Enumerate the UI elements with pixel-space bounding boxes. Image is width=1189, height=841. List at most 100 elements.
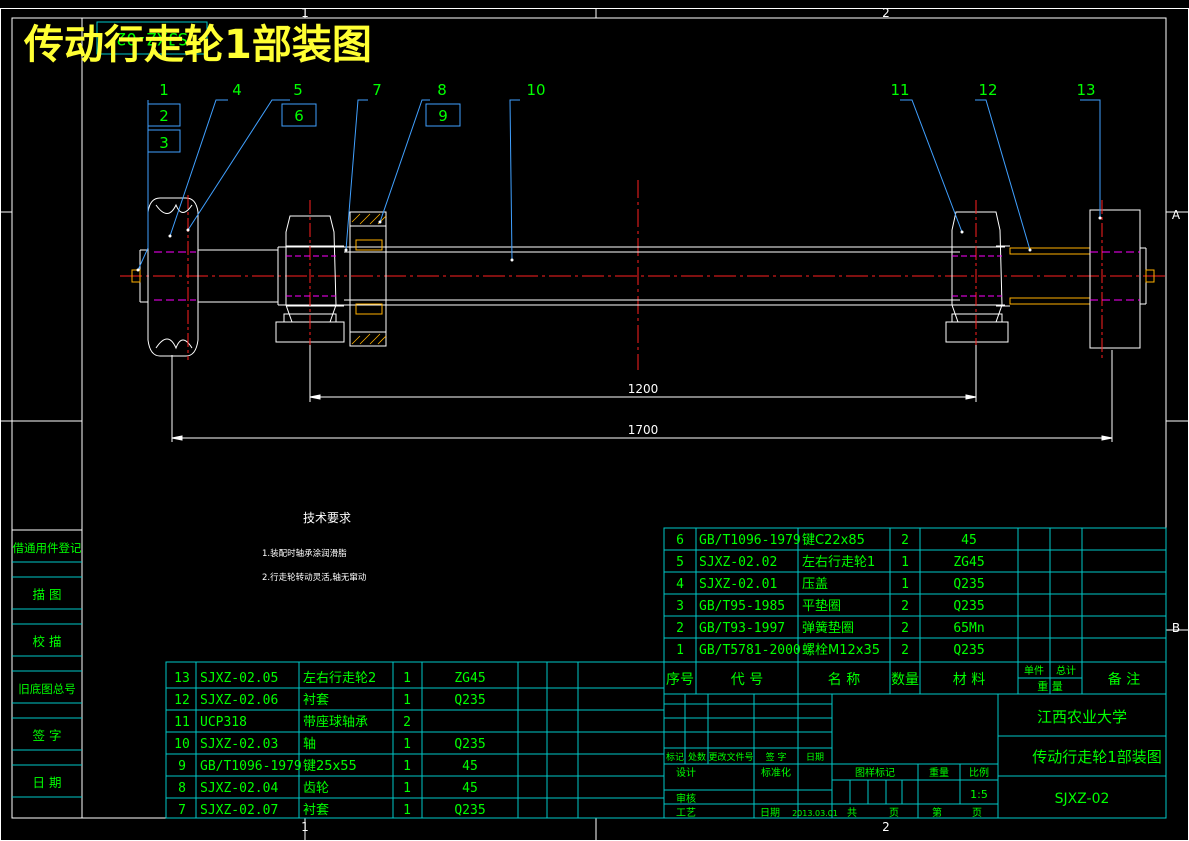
header-material: 材 料: [953, 672, 985, 688]
part-cell: 左右行走轮2: [303, 671, 376, 686]
part-cell: 1: [901, 577, 909, 592]
part-cell: 齿轮: [303, 781, 329, 796]
part-cell: ZG45: [953, 555, 984, 570]
gear-hatch: [351, 213, 387, 345]
drawing-title: 传动行走轮1部装图: [23, 22, 372, 68]
part-cell: Q235: [953, 599, 984, 614]
dimension-values: 1200 1700: [628, 382, 659, 437]
zone-labels: 1 2 1 2 A B: [301, 6, 1181, 834]
part-cell: Q235: [454, 803, 485, 818]
weight-label: 重量: [929, 766, 949, 779]
balloon-6: 6: [294, 107, 304, 125]
part-cell: 衬套: [303, 802, 329, 818]
part-cell: 12: [174, 693, 190, 708]
dimension-lines: [171, 345, 1113, 442]
part-cell: 键C22x85: [802, 533, 865, 548]
part-cell: 45: [462, 759, 478, 774]
balloon-10: 10: [526, 81, 545, 99]
part-cell: 45: [462, 781, 478, 796]
part-cell: 2: [676, 621, 684, 636]
part-cell: 1: [403, 759, 411, 774]
part-cell: 压盖: [802, 577, 828, 592]
sheets-label: 页: [889, 807, 899, 819]
header-weight-total: 总计: [1056, 664, 1076, 677]
part-cell: UCP318: [200, 715, 247, 730]
review-label: 审核: [676, 792, 696, 805]
part-cell: 13: [174, 671, 190, 686]
school-name: 江西农业大学: [1037, 708, 1127, 726]
title-block: 江西农业大学 传动行走轮1部装图 SJXZ-02 标记 处数 更改文件号 签 字…: [663, 693, 1167, 819]
standardize-label: 标准化: [761, 766, 791, 779]
part-cell: 衬套: [303, 692, 329, 708]
part-cell: 3: [676, 599, 684, 614]
part-cell: SJXZ-02.01: [699, 577, 777, 592]
zone-right-b: B: [1172, 621, 1180, 635]
balloon-4: 4: [232, 81, 242, 99]
design-label: 设计: [676, 766, 696, 779]
panel-signature: 签 字: [33, 728, 62, 743]
part-cell: 键25x55: [303, 759, 357, 774]
part-cell: 左右行走轮1: [802, 555, 875, 570]
part-cell: SJXZ-02.05: [200, 671, 278, 686]
part-cell: Q235: [454, 737, 485, 752]
part-cell: 1: [403, 737, 411, 752]
part-cell: 6: [676, 533, 684, 548]
panel-date: 日 期: [33, 775, 62, 790]
part-cell: 10: [174, 737, 190, 752]
tech-requirement-2: 2.行走轮转动灵活,轴无窜动: [262, 572, 367, 583]
sheet-no-label: 第: [932, 806, 942, 819]
drawing-name: 传动行走轮1部装图: [1032, 748, 1162, 766]
balloon-3: 3: [159, 134, 169, 152]
tech-requirements: 技术要求 1.装配时轴承涂润滑脂 2.行走轮转动灵活,轴无窜动: [262, 511, 367, 583]
part-cell: Q235: [454, 693, 485, 708]
part-cell: 轴: [303, 737, 316, 752]
part-cell: 2: [901, 533, 909, 548]
part-cell: 1: [403, 781, 411, 796]
part-cell: SJXZ-02.04: [200, 781, 278, 796]
part-cell: 2: [901, 643, 909, 658]
part-cell: GB/T1096-1979: [699, 533, 801, 548]
balloon-11: 11: [890, 81, 909, 99]
part-cell: 65Mn: [953, 621, 984, 636]
zone-top-1: 1: [301, 6, 309, 20]
scale-label: 比例: [969, 766, 989, 779]
part-cell: 1: [901, 555, 909, 570]
header-seq: 序号: [666, 672, 694, 688]
part-cell: 9: [178, 759, 186, 774]
part-cell: 2: [403, 715, 411, 730]
header-weight: 重 量: [1037, 679, 1063, 693]
rev-file: 更改文件号: [708, 751, 753, 763]
part-cell: 2: [901, 621, 909, 636]
rev-sign: 签 字: [766, 751, 787, 763]
right-bearing-block: [945, 211, 1010, 343]
part-cell: Q235: [953, 643, 984, 658]
part-cell: 11: [174, 715, 190, 730]
process-label: 工艺: [676, 807, 696, 819]
part-cell: 1: [403, 671, 411, 686]
dimension-1700: 1700: [628, 423, 659, 437]
part-cell: GB/T5781-2000: [699, 643, 801, 658]
part-cell: ZG45: [454, 671, 485, 686]
panel-old-drawing-no: 旧底图总号: [18, 682, 76, 696]
part-cell: SJXZ-02.02: [699, 555, 777, 570]
rotated-stamp: SJXZ-02: [96, 21, 208, 55]
drawing-number: SJXZ-02: [1055, 791, 1110, 807]
part-cell: 5: [676, 555, 684, 570]
part-cell: 1: [676, 643, 684, 658]
part-cell: Q235: [953, 577, 984, 592]
tech-requirements-title: 技术要求: [303, 511, 351, 525]
header-name: 名 称: [828, 672, 860, 688]
total-label: 共: [847, 807, 857, 819]
part-cell: 45: [961, 533, 977, 548]
header-remark: 备 注: [1108, 671, 1140, 688]
part-cell: SJXZ-02.06: [200, 693, 278, 708]
balloon-8: 8: [437, 81, 447, 99]
dimension-1200: 1200: [628, 382, 659, 396]
date-value: 2013.03.01: [792, 809, 838, 818]
part-cell: 弹簧垫圈: [802, 620, 854, 636]
rev-mark: 标记: [666, 751, 684, 763]
part-cell: 1: [403, 803, 411, 818]
balloon-2: 2: [159, 107, 169, 125]
part-cell: 7: [178, 803, 186, 818]
